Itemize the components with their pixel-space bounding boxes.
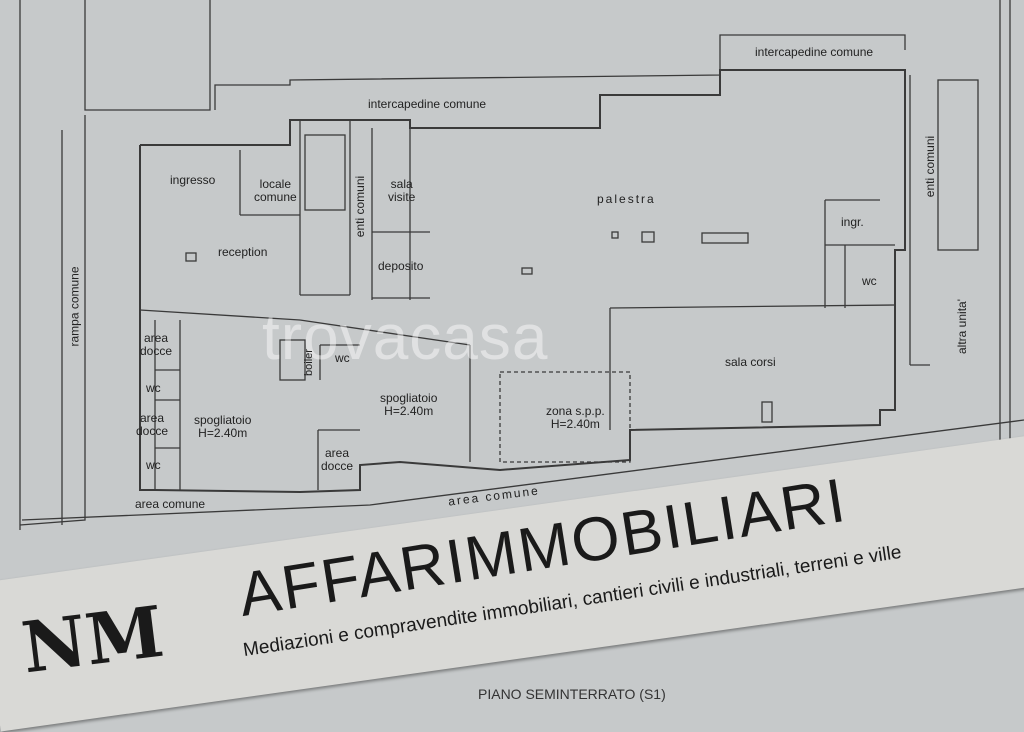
- room-label-wc: wc: [146, 458, 161, 472]
- line: area: [140, 411, 165, 425]
- line: H=2.40m: [550, 417, 600, 431]
- room-label-zona-spp: zona s.p.p.H=2.40m: [546, 405, 605, 431]
- wall-outline: [139, 69, 906, 494]
- line: docce: [140, 344, 173, 358]
- room-label-wc: wc: [146, 381, 161, 395]
- room-label-intercapedine-comune: intercapedine comune: [368, 97, 487, 111]
- watermark: trovacasa: [262, 301, 549, 373]
- line: visite: [388, 190, 416, 204]
- line: spogliatoio: [194, 413, 252, 427]
- room-label-palestra: palestra: [597, 192, 656, 206]
- room-label-deposito: deposito: [378, 259, 424, 273]
- room-label-ingr: ingr.: [841, 215, 864, 229]
- line: docce: [321, 459, 354, 473]
- line: sala: [390, 177, 413, 191]
- room-label-boiler: boiler: [302, 349, 315, 376]
- boundary-line: [21, 419, 1024, 521]
- floor-label: PIANO SEMINTERRATO (S1): [478, 686, 666, 702]
- line: comune: [254, 190, 297, 204]
- boundary-line: [19, 115, 86, 526]
- line: area: [325, 446, 350, 460]
- line: zona s.p.p.: [546, 404, 605, 418]
- line: locale: [259, 177, 292, 191]
- line: area: [144, 331, 169, 345]
- room-label-wc: wc: [862, 274, 877, 288]
- line: H=2.40m: [198, 426, 248, 440]
- room-label-enti-comuni: enti comuni: [923, 135, 938, 198]
- room-label-area-comune: area comune: [135, 497, 206, 511]
- boundary-line: [84, 0, 211, 111]
- room-label-intercapedine-comune: intercapedine comune: [755, 45, 874, 59]
- room-label-enti-comuni: enti comuni: [353, 175, 368, 238]
- line: docce: [136, 424, 169, 438]
- room-label-reception: reception: [218, 245, 268, 259]
- line: H=2.40m: [384, 404, 434, 418]
- line: spogliatoio: [380, 391, 438, 405]
- room-label-sala-corsi: sala corsi: [725, 355, 776, 369]
- agency-logo: NM: [17, 589, 169, 690]
- room-label-altra-unita: altra unita': [955, 299, 969, 354]
- room-label-rampa-comune: rampa comune: [67, 266, 82, 347]
- room-label-wc: wc: [335, 351, 350, 365]
- boundary-line: [214, 34, 906, 110]
- room-label-ingresso: ingresso: [170, 173, 216, 187]
